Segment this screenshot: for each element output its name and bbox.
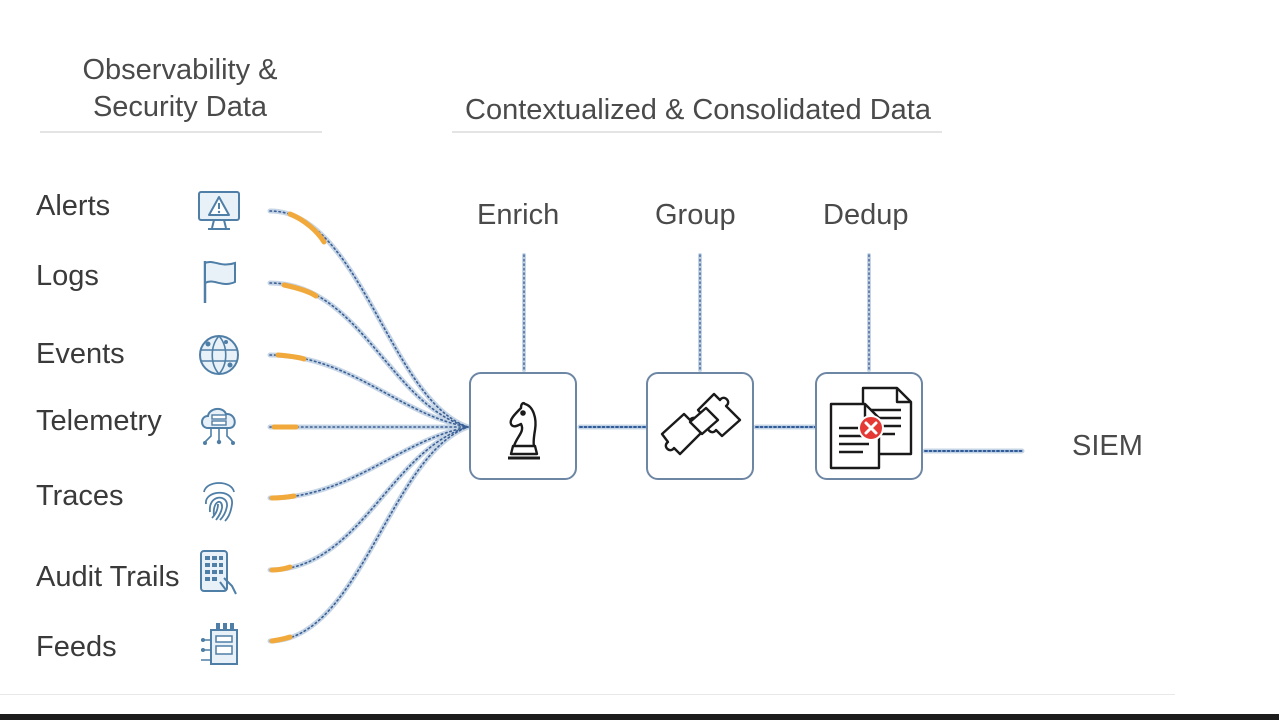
group-box bbox=[646, 372, 754, 480]
highlight-feeds bbox=[269, 634, 293, 644]
chess-knight-icon bbox=[508, 402, 540, 460]
highlight-traces bbox=[269, 493, 297, 501]
highlight-alerts bbox=[287, 211, 327, 245]
duplicate-documents-icon bbox=[829, 386, 913, 470]
connector-traces bbox=[267, 424, 471, 501]
source-label-events: Events bbox=[36, 338, 125, 370]
dedup-box bbox=[815, 372, 923, 480]
cloud-server-icon bbox=[201, 408, 236, 445]
connector-alerts bbox=[267, 208, 471, 430]
highlight-events bbox=[275, 352, 307, 362]
alert-monitor-icon bbox=[198, 191, 240, 230]
tablet-keypad-icon bbox=[200, 550, 237, 595]
highlight-audit bbox=[269, 564, 293, 573]
puzzle-pieces-icon bbox=[660, 392, 742, 456]
source-label-alerts: Alerts bbox=[36, 190, 111, 222]
flag-icon bbox=[203, 261, 236, 303]
source-label-telemetry: Telemetry bbox=[36, 405, 162, 437]
source-label-feeds: Feeds bbox=[36, 631, 117, 663]
pipeline-title-rule bbox=[452, 131, 942, 133]
fingerprint-icon bbox=[203, 482, 235, 522]
stage-label-enrich: Enrich bbox=[477, 199, 560, 231]
machine-feed-icon bbox=[201, 623, 238, 665]
enrich-box bbox=[469, 372, 577, 480]
pipeline-title: Contextualized & Consolidated Data bbox=[465, 94, 931, 126]
connector-feeds bbox=[267, 424, 471, 644]
connector-events bbox=[267, 352, 471, 430]
highlight-logs bbox=[281, 282, 319, 299]
footer-rule bbox=[0, 694, 1175, 695]
sources-title: Observability & Security Data bbox=[82, 54, 278, 123]
source-label-logs: Logs bbox=[36, 260, 99, 292]
stage-label-dedup: Dedup bbox=[823, 199, 909, 231]
siem-label: SIEM bbox=[1072, 430, 1143, 462]
source-label-traces: Traces bbox=[36, 480, 124, 512]
source-label-audit-trails: Audit Trails bbox=[36, 561, 180, 593]
sources-title-rule bbox=[40, 131, 322, 133]
globe-network-icon bbox=[199, 335, 239, 375]
footer-bar bbox=[0, 714, 1279, 720]
stage-label-group: Group bbox=[655, 199, 736, 231]
